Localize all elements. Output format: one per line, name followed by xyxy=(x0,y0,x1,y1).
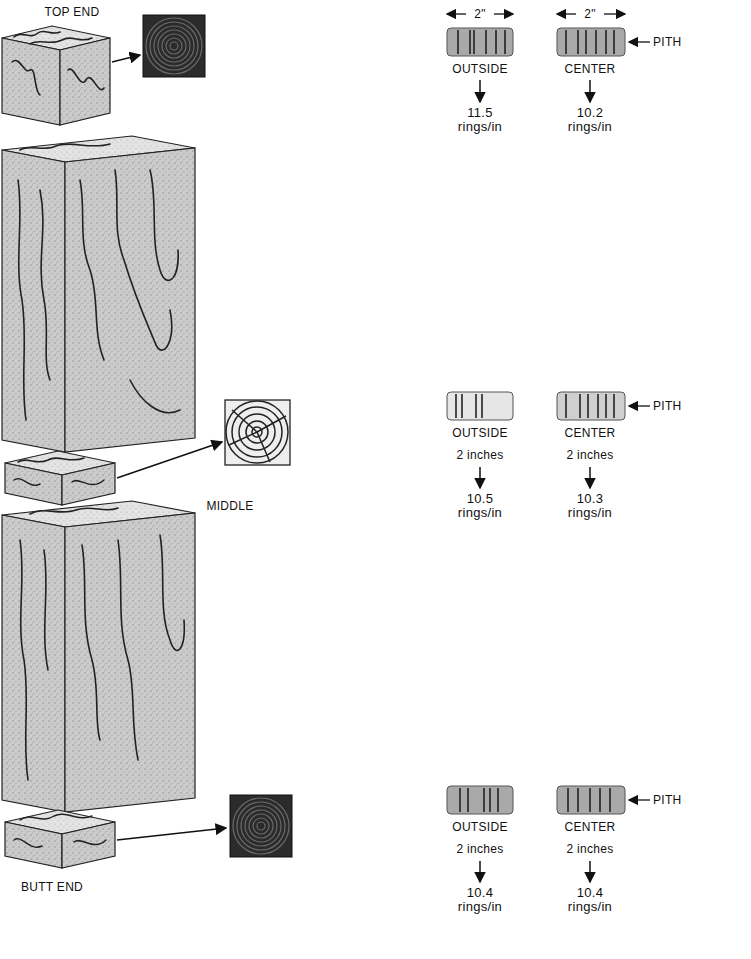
part-name: PITH xyxy=(653,793,682,807)
top-cross-section xyxy=(143,15,205,77)
dimension: 2 inches xyxy=(456,842,503,856)
core-samples xyxy=(447,14,650,882)
butt-slice xyxy=(5,810,115,868)
part-name: PITH xyxy=(653,35,682,49)
ring-count: 10.5 rings/in xyxy=(458,492,502,520)
ring-count: 10.3 rings/in xyxy=(568,492,612,520)
sample-name: CENTER xyxy=(564,820,615,834)
part-name: BUTT END xyxy=(21,880,83,894)
sample-name: OUTSIDE xyxy=(452,426,507,440)
part-name: PITH xyxy=(653,399,682,413)
upper-block xyxy=(2,136,195,452)
part-name: TOP END xyxy=(44,5,99,19)
dimension: 2 inches xyxy=(566,448,613,462)
ring-count: 10.2 rings/in xyxy=(568,106,612,134)
dimension: 2" xyxy=(584,7,596,21)
sample-name: CENTER xyxy=(564,426,615,440)
ring-count: 10.4 rings/in xyxy=(568,886,612,914)
middle-cross-section xyxy=(225,400,290,465)
part-name: MIDDLE xyxy=(206,499,253,513)
top-slice xyxy=(2,26,110,125)
ring-count: 10.4 rings/in xyxy=(458,886,502,914)
dimension: 2 inches xyxy=(456,448,503,462)
lower-block xyxy=(2,501,195,812)
dimension: 2" xyxy=(474,7,486,21)
butt-cross-section xyxy=(230,795,292,857)
sample-name: OUTSIDE xyxy=(452,62,507,76)
middle-slice xyxy=(5,451,115,505)
ring-count: 11.5 rings/in xyxy=(458,106,502,134)
sample-name: CENTER xyxy=(564,62,615,76)
dimension: 2 inches xyxy=(566,842,613,856)
sample-name: OUTSIDE xyxy=(452,820,507,834)
